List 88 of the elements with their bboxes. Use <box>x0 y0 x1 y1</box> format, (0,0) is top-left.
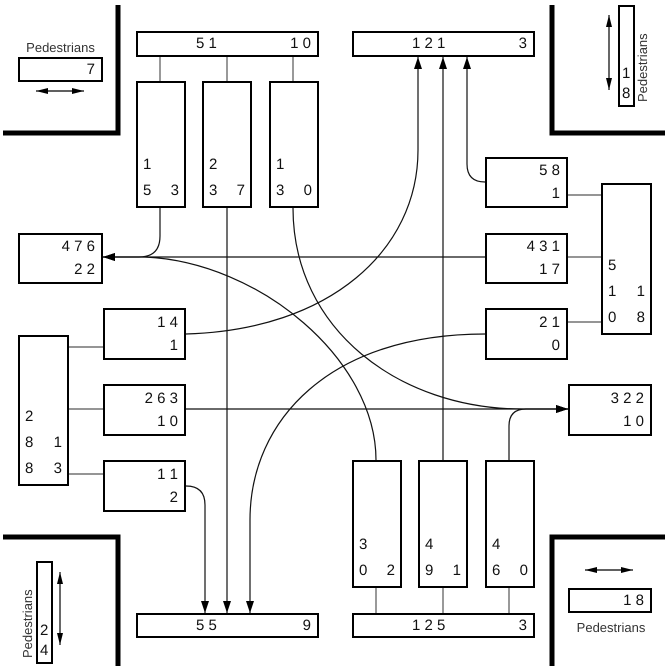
count-box <box>103 460 186 512</box>
count-box <box>485 308 568 360</box>
count-value: 3 0 <box>359 535 368 581</box>
count-value: 1 8 <box>636 282 645 328</box>
count-value: 3 <box>170 181 179 201</box>
count-value: 2 3 <box>209 155 218 201</box>
connector-line <box>159 57 161 81</box>
count-box <box>485 233 568 284</box>
count-box <box>18 233 103 284</box>
count-value: 2 2 <box>74 260 95 279</box>
count-box <box>352 31 535 57</box>
flow-arrow <box>246 333 486 613</box>
count-value: 1 3 <box>276 155 285 201</box>
count-value: 1 3 <box>53 433 62 479</box>
connector-line <box>568 256 601 258</box>
count-box <box>136 81 186 208</box>
pedestrian-label: Pedestrians <box>635 33 651 102</box>
count-value: 2 8 8 <box>25 407 34 479</box>
count-value: 1 <box>552 184 560 203</box>
count-value: 4 7 6 <box>62 238 95 256</box>
connector-line <box>69 408 103 410</box>
count-box <box>136 613 319 638</box>
connector-line <box>292 57 294 81</box>
count-value: 3 <box>518 616 527 634</box>
flow-arrow <box>439 57 447 460</box>
flow-arrow <box>186 485 209 613</box>
flow-arrow <box>186 57 422 335</box>
pedestrian-label: Pedestrians <box>576 620 646 636</box>
count-value: 1 8 <box>623 592 644 610</box>
count-value: 1 0 <box>290 35 311 53</box>
count-box <box>103 308 186 360</box>
count-value: 1 2 1 <box>412 35 446 53</box>
connector-line <box>568 194 601 196</box>
count-value: 3 2 2 <box>610 390 644 408</box>
pedestrian-label: Pedestrians <box>25 40 96 56</box>
count-value: 2 6 3 <box>144 390 178 408</box>
connector-line <box>568 321 601 323</box>
count-value: 5 8 <box>539 162 560 180</box>
connector-line <box>69 346 103 348</box>
count-box <box>352 613 535 638</box>
count-box <box>568 384 652 436</box>
count-box <box>103 384 186 436</box>
count-box <box>418 460 468 588</box>
count-box <box>202 81 252 208</box>
count-value: 0 <box>552 336 560 354</box>
count-value: 4 3 1 <box>526 238 560 256</box>
count-value: 1 4 <box>157 314 178 332</box>
count-value: 1 2 5 <box>412 616 446 634</box>
count-box <box>601 183 652 335</box>
flow-arrow <box>223 208 231 613</box>
count-value: 4 9 <box>425 535 434 581</box>
count-box <box>485 460 535 588</box>
count-box <box>485 157 568 208</box>
connector-line <box>375 588 377 613</box>
pedestrian-label: Pedestrians <box>20 589 36 658</box>
count-box <box>18 335 69 486</box>
connector-line <box>508 588 510 613</box>
count-value: 1 0 <box>157 412 178 430</box>
connector-line <box>226 57 228 81</box>
flow-arrow <box>508 405 568 460</box>
count-value: 1 <box>170 336 178 354</box>
count-value: 5 5 <box>196 616 217 634</box>
flow-arrow <box>463 57 486 183</box>
count-value: 1 1 <box>157 466 178 484</box>
count-box <box>352 460 402 588</box>
count-value: 7 <box>86 60 95 78</box>
flow-arrow <box>103 253 377 460</box>
count-value: 1 7 <box>539 260 560 279</box>
count-value: 2 1 <box>539 314 560 332</box>
count-value: 5 1 <box>196 35 217 53</box>
count-value: 0 <box>519 561 528 581</box>
count-value: 1 8 <box>622 64 631 104</box>
count-value: 9 <box>302 616 311 634</box>
count-value: 0 <box>303 181 312 201</box>
count-box <box>269 81 319 208</box>
connector-line <box>69 473 103 475</box>
count-value: 4 6 <box>492 535 501 581</box>
count-value: 2 <box>386 561 395 581</box>
count-box <box>136 31 319 57</box>
count-value: 5 1 0 <box>608 256 617 328</box>
count-value: 7 <box>236 181 245 201</box>
count-value: 3 <box>518 35 527 53</box>
count-value: 2 <box>170 488 178 506</box>
count-value: 1 5 <box>143 155 152 201</box>
count-value: 1 0 <box>623 412 644 430</box>
count-value: 1 <box>452 561 461 581</box>
count-value: 2 4 <box>40 621 49 661</box>
connector-line <box>442 588 444 613</box>
